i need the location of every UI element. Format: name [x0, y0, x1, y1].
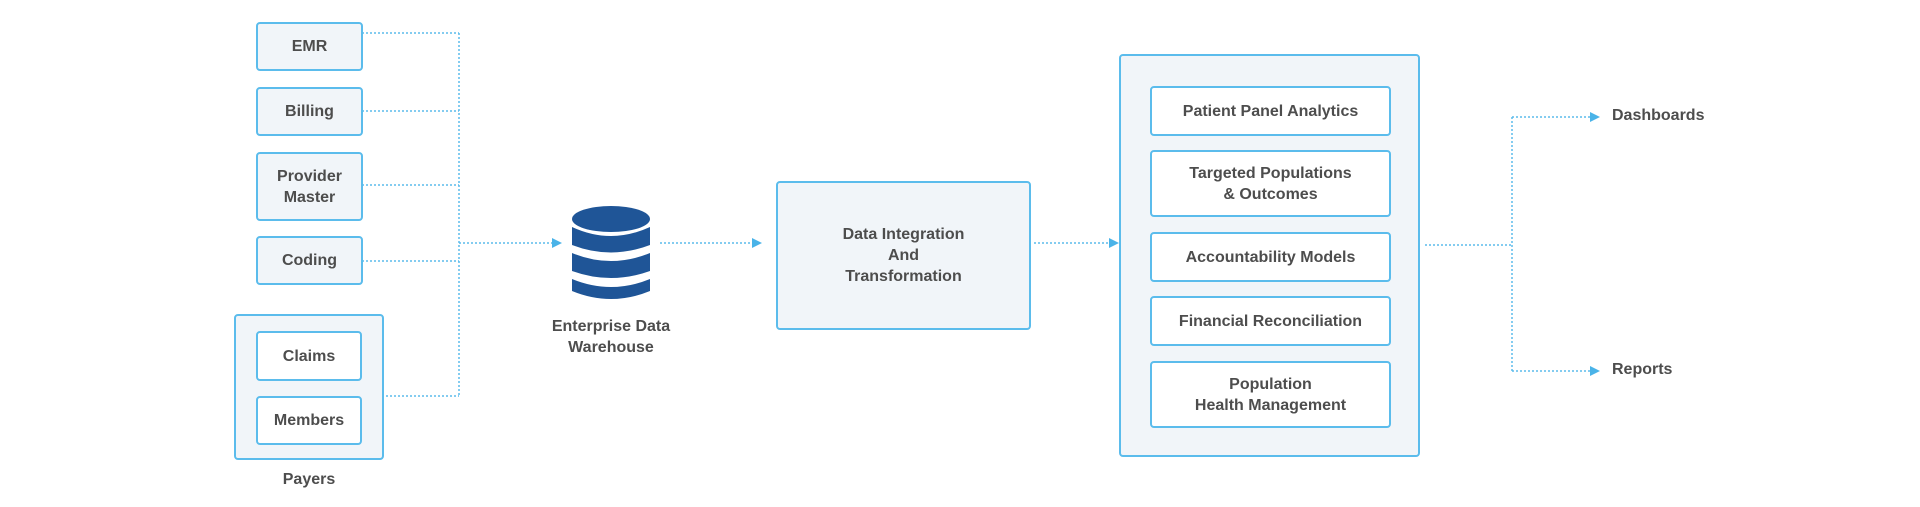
source-emr: EMR — [256, 22, 363, 71]
database-icon — [572, 206, 650, 299]
source-billing: Billing — [256, 87, 363, 136]
payer-members: Members — [256, 396, 362, 445]
analytics-financial-reconciliation: Financial Reconciliation — [1150, 296, 1391, 346]
analytics-patient-panel: Patient Panel Analytics — [1150, 86, 1391, 136]
output-dashboards: Dashboards — [1612, 107, 1705, 124]
analytics-accountability-models: Accountability Models — [1150, 232, 1391, 282]
output-reports: Reports — [1612, 361, 1673, 378]
payers-group: Claims Members — [234, 314, 384, 460]
data-integration-box: Data Integration And Transformation — [776, 181, 1031, 330]
source-provider-master: Provider Master — [256, 152, 363, 221]
warehouse-label: Enterprise Data Warehouse — [551, 318, 671, 356]
analytics-targeted-populations: Targeted Populations & Outcomes — [1150, 150, 1391, 217]
payers-label: Payers — [282, 471, 336, 488]
analytics-population-health: Population Health Management — [1150, 361, 1391, 428]
payer-claims: Claims — [256, 331, 362, 381]
analytics-container: Patient Panel Analytics Targeted Populat… — [1119, 54, 1420, 457]
source-coding: Coding — [256, 236, 363, 285]
